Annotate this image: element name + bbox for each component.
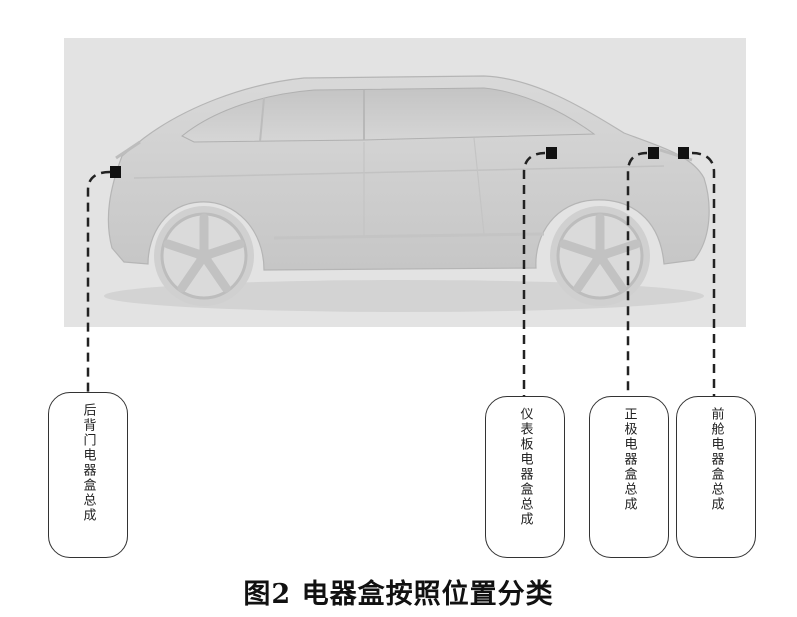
positive-pole-leader xyxy=(626,151,648,396)
front-cabin-label: 前舱电器盒总成 xyxy=(708,407,724,512)
rear-door-leader xyxy=(86,170,111,392)
front-wheel xyxy=(550,206,650,306)
car-photo xyxy=(64,38,746,327)
front-cabin-leader xyxy=(691,151,716,396)
positive-pole-label: 正极电器盒总成 xyxy=(621,407,637,512)
rear-door-marker xyxy=(110,166,121,178)
positive-pole-label-box: 正极电器盒总成 xyxy=(589,396,669,558)
car-windows xyxy=(181,87,596,143)
rear-door-label-box: 后背门电器盒总成 xyxy=(48,392,128,558)
instrument-panel-leader xyxy=(522,151,546,396)
front-cabin-label-box: 前舱电器盒总成 xyxy=(676,396,756,558)
instrument-panel-label: 仪表板电器盒总成 xyxy=(517,407,533,527)
car-illustration xyxy=(104,75,710,312)
rear-door-label: 后背门电器盒总成 xyxy=(80,403,96,523)
rear-wheel xyxy=(154,206,254,306)
front-cabin-marker xyxy=(678,147,689,159)
ground-shadow xyxy=(104,280,704,312)
figure-caption: 图2 电器盒按照位置分类 xyxy=(243,579,554,610)
instrument-panel-marker xyxy=(546,147,557,159)
positive-pole-marker xyxy=(648,147,659,159)
instrument-panel-label-box: 仪表板电器盒总成 xyxy=(485,396,565,558)
